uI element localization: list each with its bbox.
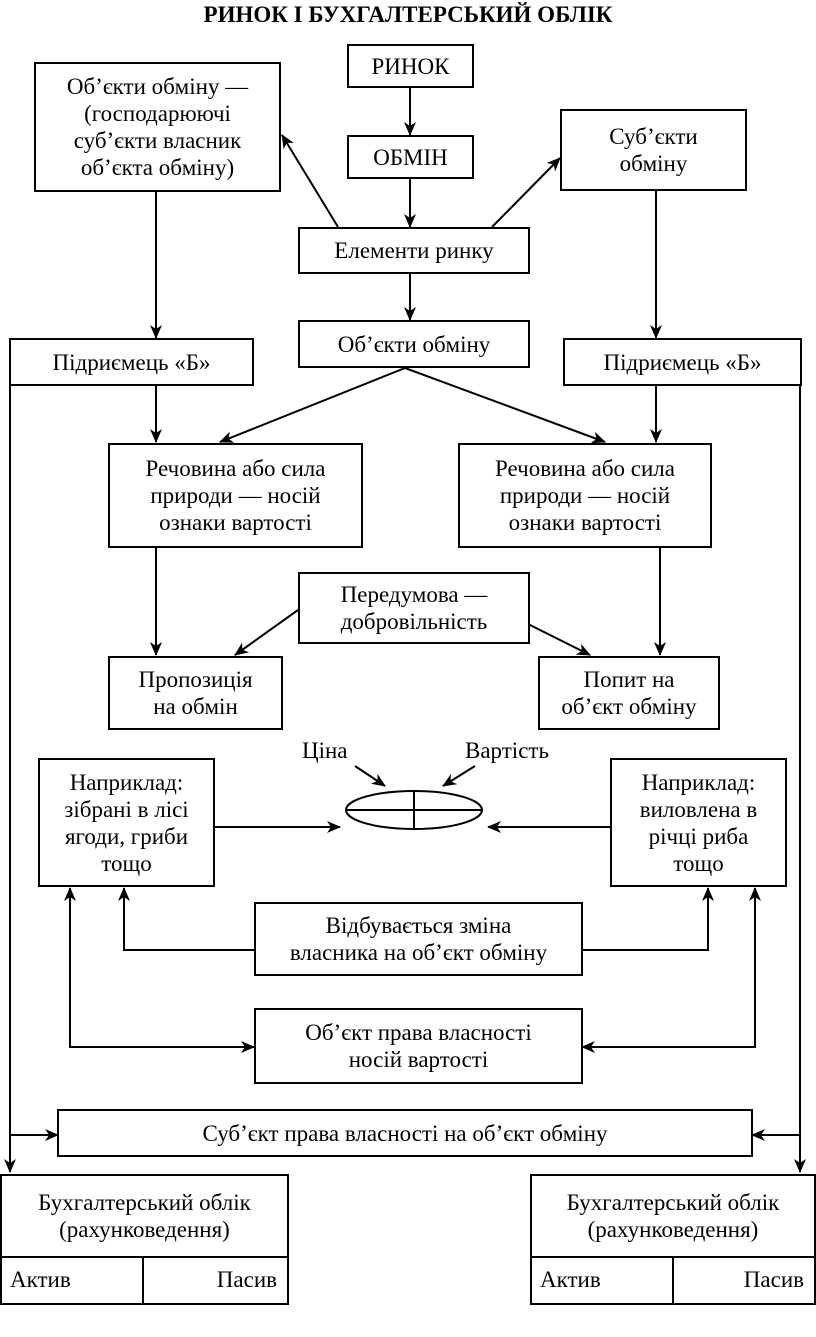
box-proposition: Пропозиція на обмін bbox=[108, 656, 283, 730]
accounting-asset: Актив bbox=[532, 1256, 674, 1303]
arrow-ownerchange-example-right bbox=[582, 887, 714, 951]
arrow-elements-subjects bbox=[491, 157, 561, 228]
box-exchange-subjects: Суб’єкти обміну bbox=[560, 109, 747, 191]
box-example-right: Наприклад: виловлена в річці риба тощо bbox=[610, 758, 787, 887]
box-exchange-objects: Об’єкти обміну bbox=[298, 320, 530, 368]
box-entrepreneur-right: Підриємець «Б» bbox=[563, 338, 802, 386]
accounting-liability: Пасив bbox=[216, 1266, 277, 1292]
arrow-precondition-proposition bbox=[234, 609, 299, 656]
box-entrepreneur-left: Підриємець «Б» bbox=[9, 338, 254, 386]
box-market-elements: Елементи ринку bbox=[298, 227, 530, 274]
arrow-ownerchange-example-left bbox=[118, 887, 255, 951]
arrow-elements-owner bbox=[281, 134, 339, 228]
accounting-liability: Пасив bbox=[743, 1266, 804, 1292]
box-objects-owner: Об’єкти обміну — (господарюючі суб’єкти … bbox=[34, 62, 281, 192]
accounting-table-right: Бухгалтерський облік (рахунковедення) Ак… bbox=[530, 1174, 816, 1305]
box-demand: Попит на об’єкт обміну bbox=[538, 656, 720, 730]
diagram-title: РИНОК І БУХГАЛТЕРСЬКИЙ ОБЛІК bbox=[203, 2, 613, 27]
arrow-property-example-left bbox=[64, 887, 254, 1048]
box-property-subject: Суб’єкт права власності на об’єкт обміну bbox=[57, 1109, 753, 1157]
label-value: Вартість bbox=[465, 738, 549, 763]
box-exchange: ОБМІН bbox=[347, 135, 474, 179]
accounting-asset: Актив bbox=[2, 1256, 144, 1303]
box-property-object: Об’єкт права власності носій вартості bbox=[254, 1008, 583, 1084]
arrow-value bbox=[442, 765, 476, 787]
arrow-objects-substance-left bbox=[219, 367, 406, 443]
accounting-title: Бухгалтерський облік (рахунковедення) bbox=[2, 1176, 287, 1258]
arrow-objects-substance-right bbox=[404, 367, 606, 444]
accounting-table-left: Бухгалтерський облік (рахунковедення) Ак… bbox=[0, 1174, 289, 1305]
box-example-left: Наприклад: зібрані в лісі ягоди, гриби т… bbox=[38, 758, 215, 887]
arrow-property-example-right bbox=[582, 887, 761, 1048]
box-precondition: Передумова — добровільність bbox=[298, 572, 530, 644]
box-market: РИНОК bbox=[347, 44, 474, 88]
arrow-price bbox=[354, 765, 386, 787]
box-substance-left: Речовина або сила природи — носій ознаки… bbox=[108, 443, 363, 548]
box-substance-right: Речовина або сила природи — носій ознаки… bbox=[458, 443, 712, 548]
box-owner-change: Відбувається зміна власника на об’єкт об… bbox=[254, 902, 583, 976]
accounting-title: Бухгалтерський облік (рахунковедення) bbox=[532, 1176, 814, 1258]
label-price: Ціна bbox=[302, 738, 348, 763]
